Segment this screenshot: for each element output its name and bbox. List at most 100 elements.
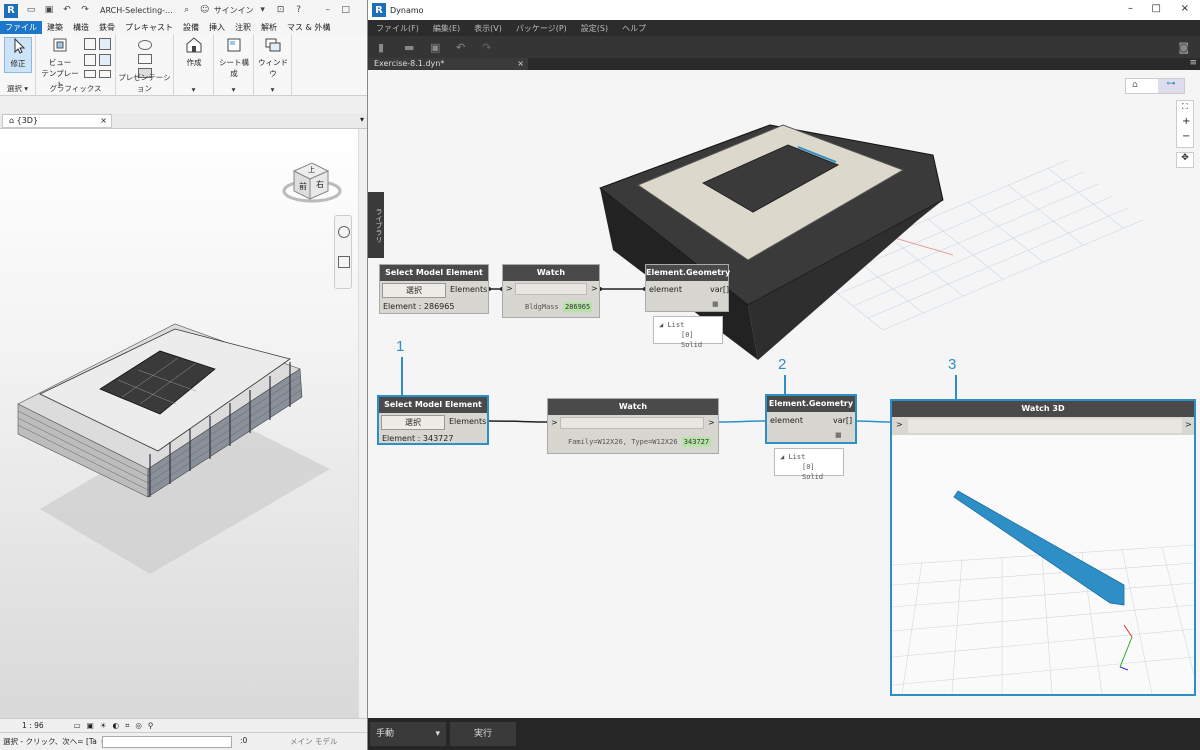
binoculars-icon[interactable]: ⌕ (184, 5, 190, 15)
hide-icon[interactable]: ◎ (135, 721, 142, 730)
revit-3d-viewport[interactable]: 前 右 上 (0, 129, 358, 718)
undo-icon[interactable]: ↶ (456, 41, 466, 54)
menu-file[interactable]: ファイル(F) (376, 23, 419, 33)
dynamo-canvas[interactable]: ライブラリ ⌂ ⊶ ⛶ + − ✥ Select Model Element 選… (368, 70, 1200, 718)
design-option[interactable]: メイン モデル (290, 737, 338, 746)
workset-dropdown[interactable] (102, 736, 232, 748)
watch-3d-node[interactable]: Watch 3D > > (890, 399, 1196, 696)
output-port-elements[interactable]: Elements (449, 417, 487, 426)
output-port-var[interactable]: var[] (710, 285, 730, 294)
input-port[interactable]: > (551, 418, 558, 427)
output-port[interactable]: > (1185, 420, 1192, 429)
tab-analyze[interactable]: 解析 (261, 23, 277, 32)
shadows-icon[interactable]: ◐ (112, 721, 120, 730)
menu-edit[interactable]: 編集(E) (432, 23, 461, 33)
visibility-icon[interactable] (84, 38, 96, 50)
select-button[interactable]: 選択 (381, 415, 445, 430)
viewcube-right[interactable]: 右 (316, 180, 324, 189)
watch-node-2[interactable]: Watch > > Family=W12X26, Type=W12X26 343… (547, 398, 719, 454)
thin-lines-icon[interactable] (84, 54, 96, 66)
sheet-dropdown-icon[interactable]: ▾ (231, 85, 236, 94)
open-file-icon[interactable]: ▬ (404, 41, 415, 54)
input-port[interactable]: > (896, 420, 903, 429)
tab-menu-icon[interactable]: ▾ (359, 115, 364, 124)
tab-architecture[interactable]: 建築 (47, 23, 63, 32)
dropdown-icon[interactable]: ▾ (260, 5, 265, 15)
run-button[interactable]: 実行 (450, 722, 516, 746)
sun-path-icon[interactable]: ☀ (99, 721, 107, 730)
minimize-button[interactable]: – (1128, 3, 1133, 14)
preview-toggle-icon[interactable]: ■ (835, 431, 842, 439)
input-port-element[interactable]: element (770, 416, 803, 425)
view-scale[interactable]: 1 : 96 (22, 721, 44, 730)
new-file-icon[interactable]: ▮ (378, 41, 385, 54)
revit-logo-icon[interactable]: R (4, 3, 18, 18)
window-dropdown-icon[interactable]: ▾ (270, 85, 275, 94)
zoom-fit-icon[interactable]: ⛶ (1182, 102, 1188, 111)
select-button[interactable]: 選択 (382, 283, 446, 298)
tab-structure[interactable]: 構造 (73, 23, 89, 32)
library-toggle[interactable]: ライブラリ (368, 192, 384, 258)
input-port-element[interactable]: element (649, 285, 682, 294)
tab-insert[interactable]: 挿入 (209, 23, 225, 32)
crop-icon[interactable]: ⌗ (125, 720, 130, 730)
watch-node-1[interactable]: Watch > > BldgMass 286965 (502, 264, 600, 318)
open-icon[interactable]: ▭ (26, 5, 36, 15)
output-port[interactable]: > (591, 284, 598, 293)
revit-vertical-scrollbar[interactable] (358, 129, 367, 718)
render-icon[interactable] (99, 70, 111, 78)
create-button[interactable]: 作成 (177, 37, 211, 68)
select-model-element-node-1[interactable]: Select Model Element 選択 Elements Element… (379, 264, 489, 314)
output-port[interactable]: > (708, 418, 715, 427)
modify-button[interactable]: 修正 (4, 37, 32, 73)
show-hidden-icon[interactable] (99, 54, 111, 66)
tab-file[interactable]: ファイル (0, 21, 42, 34)
close-button[interactable]: × (1180, 3, 1189, 14)
element-geometry-node-1[interactable]: Element.Geometry element var[] ■ (645, 264, 730, 312)
tab-systems[interactable]: 設備 (183, 23, 199, 32)
view-tab-3d[interactable]: ⌂ {3D} × (2, 114, 112, 128)
signin-label[interactable]: サインイン (213, 6, 254, 15)
tab-steel[interactable]: 鉄骨 (99, 23, 115, 32)
help-icon[interactable]: ? (296, 5, 302, 15)
watch3d-viewport[interactable] (892, 435, 1194, 694)
visual-style-icon[interactable]: ▣ (86, 721, 94, 730)
run-mode-dropdown[interactable]: 手動 ▾ (370, 722, 446, 746)
input-port[interactable]: > (506, 284, 513, 293)
preview-toggle-icon[interactable]: ■ (712, 300, 719, 308)
detail-level-icon[interactable]: ▭ (73, 721, 81, 730)
redo-icon[interactable]: ↷ (482, 41, 492, 54)
restore-icon[interactable]: □ (341, 5, 350, 15)
output-port-elements[interactable]: Elements (450, 285, 488, 294)
screenshot-icon[interactable]: ◙ (1178, 41, 1189, 54)
save-file-icon[interactable]: ▣ (430, 41, 441, 54)
geometry-view-icon[interactable]: ⌂ (1132, 80, 1138, 90)
menu-help[interactable]: ヘルプ (622, 23, 647, 33)
menu-view[interactable]: 表示(V) (474, 23, 502, 33)
menu-packages[interactable]: パッケージ(P) (515, 23, 567, 33)
window-button[interactable]: ウィンドウ (256, 37, 290, 79)
zoom-in-icon[interactable]: + (1182, 116, 1191, 127)
select-panel-label[interactable]: 選択 ▾ (6, 84, 29, 93)
cart-icon[interactable]: ⊡ (276, 5, 285, 15)
steering-wheel-icon[interactable] (338, 226, 350, 238)
camera-icon[interactable] (138, 40, 152, 50)
viewcube-top[interactable]: 上 (308, 166, 315, 174)
tabs-menu-icon[interactable]: ≡ (1189, 58, 1197, 68)
pan-icon[interactable]: ✥ (1176, 152, 1194, 168)
viewcube-front[interactable]: 前 (299, 182, 307, 191)
create-dropdown-icon[interactable]: ▾ (191, 85, 196, 94)
tab-massing[interactable]: マス & 外構 (287, 23, 331, 32)
save-icon[interactable]: ▣ (44, 5, 54, 15)
user-icon[interactable]: ☺ (199, 5, 210, 15)
minimize-icon[interactable]: – (325, 5, 330, 15)
viewcube[interactable]: 前 右 上 (282, 159, 342, 205)
workspace-tab[interactable]: Exercise-8.1.dyn* × (368, 58, 528, 70)
maximize-button[interactable]: □ (1151, 3, 1161, 14)
zoom-icon[interactable] (338, 256, 350, 268)
undo-icon[interactable]: ↶ (63, 5, 71, 15)
cut-profile-icon[interactable] (84, 70, 96, 78)
tab-annotate[interactable]: 注釈 (235, 23, 251, 32)
menu-settings[interactable]: 設定(S) (580, 23, 609, 33)
filters-icon[interactable] (99, 38, 111, 50)
